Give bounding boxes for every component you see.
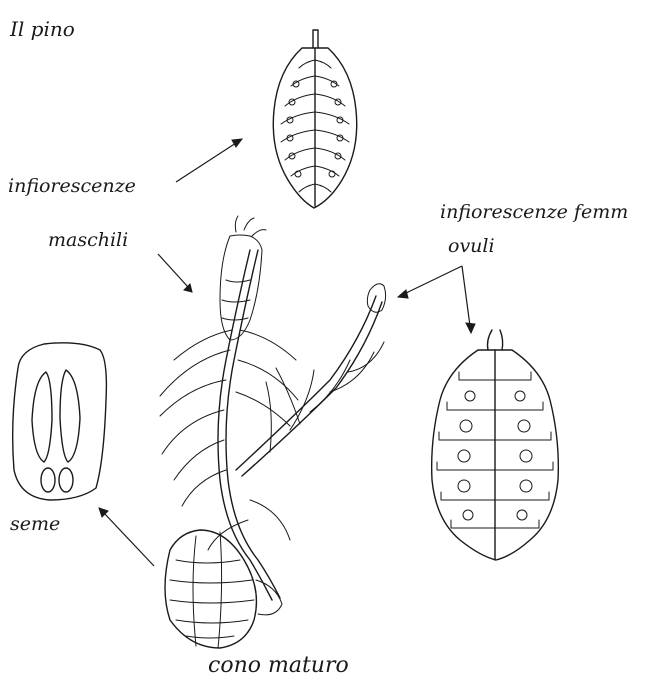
arrow-seed <box>99 508 154 566</box>
label-male-inflorescence-line2: maschili <box>48 229 128 251</box>
female-conelet <box>367 284 385 313</box>
mature-cone <box>165 530 282 648</box>
label-seed: seme <box>10 513 60 535</box>
arrow-male-to-branch <box>158 254 192 292</box>
diagram-title: Il pino <box>9 17 75 41</box>
female-inflorescence-detail <box>432 330 559 560</box>
label-male-inflorescence-line1: infiorescenze <box>8 175 136 197</box>
label-mature-cone: cono maturo <box>208 653 349 678</box>
male-inflorescence-detail <box>273 30 356 208</box>
arrow-female-to-detail <box>462 266 475 333</box>
label-female-inflorescence-line2: ovuli <box>448 235 495 257</box>
label-female-inflorescence-line1: infiorescenze femm <box>440 201 628 223</box>
seed-drawing <box>13 343 107 500</box>
arrow-female-to-branch <box>398 266 462 298</box>
arrow-male-to-detail <box>176 139 242 182</box>
pine-branch <box>160 216 386 648</box>
